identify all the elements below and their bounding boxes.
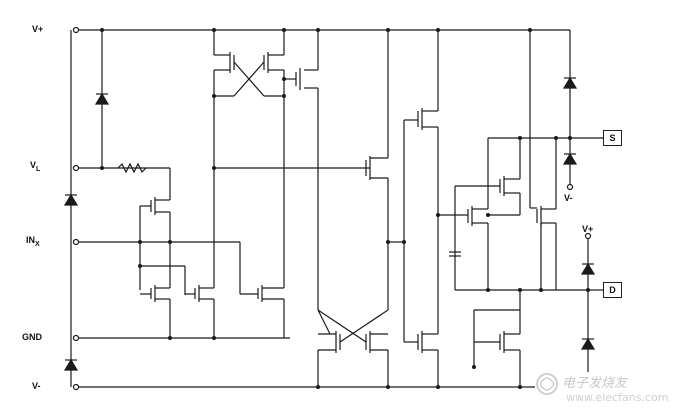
label-v-plus: V+ (32, 24, 44, 34)
pin-in-node (72, 238, 80, 246)
label-v-l-main: V (30, 160, 37, 170)
label-gnd: GND (22, 332, 42, 342)
watermark-url: www.elecfans.com (566, 391, 669, 404)
diode-vplus-in (63, 193, 79, 206)
pin-d-box: D (603, 282, 622, 298)
diode-in-vminus (63, 358, 79, 371)
diode-s-vplus (562, 76, 578, 89)
pin-s-vminus-node (566, 183, 574, 191)
diode-d-vminus (580, 337, 596, 350)
label-v-minus: V- (32, 381, 41, 391)
pin-v-plus-node (72, 26, 80, 34)
diode-d-vplus (580, 262, 596, 275)
label-in-main: IN (26, 235, 35, 245)
label-v-l-sub: L (36, 165, 41, 173)
pin-v-minus-node (72, 383, 80, 391)
pin-s-box: S (603, 130, 622, 146)
label-in-sub: X (35, 240, 40, 248)
pin-vl-node (72, 164, 80, 172)
pin-d-vplus-node (584, 232, 592, 240)
diode-s-vminus (562, 152, 578, 165)
pin-gnd-node (72, 334, 80, 342)
label-in-x: INX (26, 235, 40, 248)
label-d-v-plus: V+ (582, 224, 594, 234)
watermark-logo-text: 电子发烧友 (562, 376, 628, 391)
diode-vl-vplus (94, 92, 110, 105)
label-s-v-minus: V- (564, 193, 573, 203)
label-v-l: VL (30, 160, 40, 173)
resistor-vl (117, 162, 147, 174)
